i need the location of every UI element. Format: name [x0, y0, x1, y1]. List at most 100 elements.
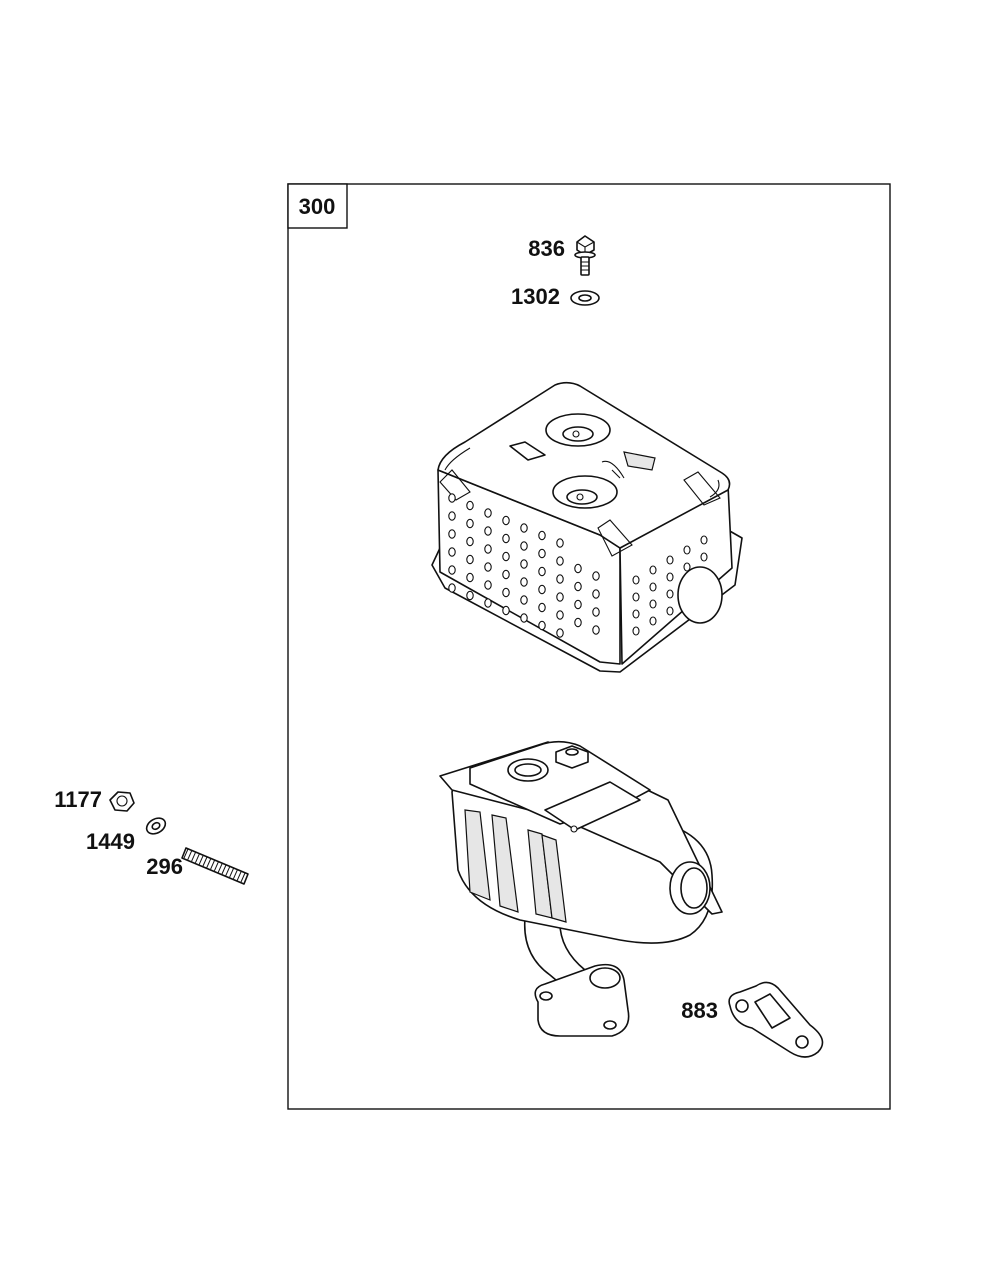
perforation-hole — [502, 551, 510, 562]
perforation-hole — [520, 613, 528, 623]
nut-icon — [109, 791, 135, 812]
perforation-hole — [632, 575, 640, 585]
thread-line — [191, 851, 197, 862]
perforation-hole — [649, 582, 657, 592]
perforation-hole — [556, 538, 564, 548]
thread-line — [198, 855, 204, 865]
perforation-hole — [466, 500, 474, 511]
perforation-hole — [502, 515, 510, 526]
part-label-1302: 1302 — [511, 284, 560, 309]
perforation-hole — [538, 620, 546, 631]
perforation-hole — [466, 518, 474, 529]
perforation-hole — [556, 556, 564, 566]
perforation-hole — [700, 552, 708, 562]
thread-line — [206, 858, 212, 868]
thread-line — [221, 864, 227, 875]
assembly-id: 300 — [299, 194, 336, 219]
perforation-hole — [574, 581, 582, 592]
perforation-hole — [632, 626, 640, 636]
perforation-hole — [574, 563, 582, 574]
perforation-hole — [466, 572, 474, 583]
thread-line — [194, 853, 200, 864]
washer-icon — [570, 290, 600, 306]
perforation-hole — [538, 566, 546, 577]
perforation-hole — [666, 606, 674, 616]
part-label-883: 883 — [681, 998, 718, 1023]
stud-icon — [181, 847, 249, 885]
perforation-hole — [502, 587, 510, 598]
thread-line — [225, 866, 231, 876]
perforation-hole — [502, 569, 510, 580]
perforation-hole — [502, 605, 510, 616]
perforation-hole — [666, 572, 674, 582]
perforation-hole — [649, 616, 657, 626]
muffler-icon — [439, 740, 723, 1037]
perforation-hole — [700, 535, 708, 545]
thread-line — [217, 863, 223, 873]
thread-line — [210, 859, 216, 870]
perforation-hole — [683, 545, 691, 555]
perforation-hole — [649, 599, 657, 609]
thread-line — [232, 869, 238, 880]
perforation-hole — [484, 526, 492, 536]
perforation-hole — [538, 548, 546, 559]
thread-line — [202, 856, 208, 867]
thread-line — [183, 848, 189, 859]
perforation-hole — [632, 609, 640, 619]
perforation-hole — [466, 554, 474, 565]
perforation-hole — [666, 555, 674, 565]
heat-shield-icon — [431, 381, 743, 673]
thread-line — [240, 872, 246, 883]
perforation-hole — [666, 589, 674, 599]
screw-icon — [574, 235, 596, 276]
thread-line — [229, 867, 235, 878]
perforation-hole — [484, 580, 492, 590]
perforation-hole — [632, 592, 640, 602]
perforation-hole — [556, 610, 564, 620]
thread-line — [213, 861, 219, 872]
perforation-hole — [448, 547, 456, 557]
perforation-hole — [520, 595, 528, 605]
perforation-hole — [574, 599, 582, 610]
perforation-hole — [520, 523, 528, 533]
perforation-hole — [466, 536, 474, 547]
perforation-hole — [592, 571, 600, 581]
perforation-hole — [502, 533, 510, 544]
assembly-id-box — [287, 183, 348, 229]
assembly-frame — [287, 183, 891, 1110]
perforation-hole — [520, 559, 528, 569]
perforation-hole — [448, 529, 456, 539]
part-label-1449: 1449 — [86, 829, 135, 854]
perforation-hole — [683, 562, 691, 572]
part-label-836: 836 — [528, 236, 565, 261]
perforation-hole — [448, 583, 456, 593]
perforation-hole — [556, 574, 564, 584]
perforation-hole — [520, 541, 528, 551]
perforation-hole — [574, 617, 582, 628]
part-label-1177: 1177 — [54, 787, 102, 812]
part-label-296: 296 — [146, 854, 183, 879]
perforation-hole — [592, 607, 600, 617]
thread-line — [187, 850, 193, 860]
perforation-hole — [448, 511, 456, 521]
perforation-hole — [448, 565, 456, 575]
perforation-hole — [520, 577, 528, 587]
perforation-hole — [466, 590, 474, 601]
perforation-hole — [556, 628, 564, 638]
stud-thread — [183, 848, 246, 883]
perforation-hole — [556, 592, 564, 602]
perforation-hole — [592, 625, 600, 635]
perforation-hole — [592, 589, 600, 599]
perforation-hole — [649, 565, 657, 575]
perforation-hole — [538, 584, 546, 595]
gasket-icon — [728, 981, 824, 1058]
thread-line — [236, 871, 242, 881]
perforation-hole — [484, 544, 492, 554]
perforation-hole — [484, 508, 492, 518]
perforation-hole — [538, 530, 546, 541]
perforation-hole — [484, 598, 492, 608]
perforation-hole — [448, 493, 456, 503]
washer-icon — [145, 817, 167, 835]
perforation-hole — [538, 602, 546, 613]
